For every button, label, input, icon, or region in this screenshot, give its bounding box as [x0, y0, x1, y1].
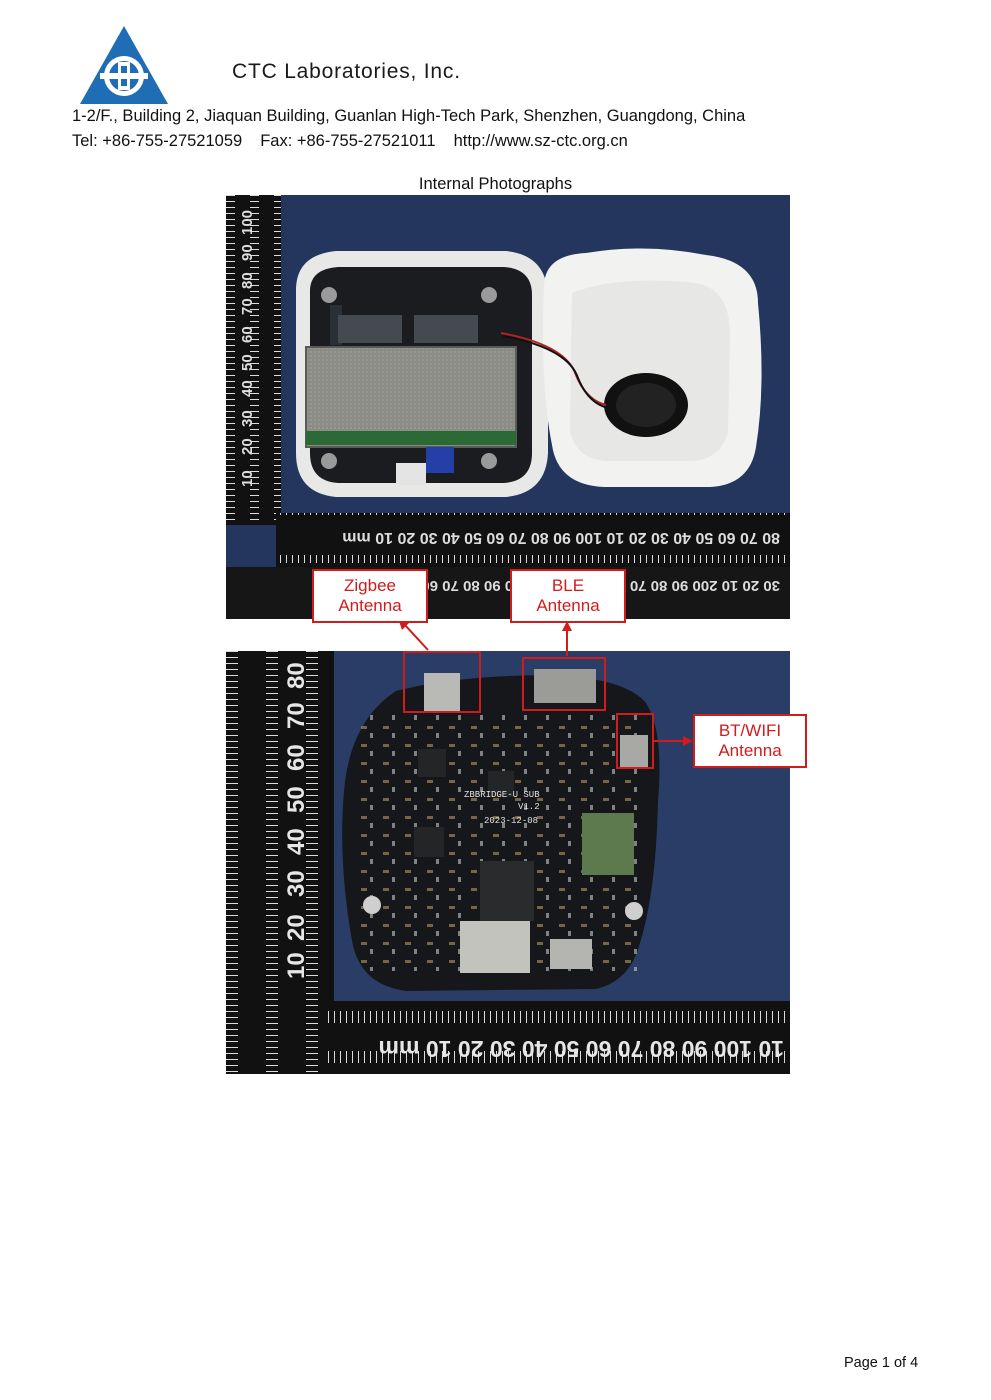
- svg-text:40: 40: [239, 380, 256, 397]
- callout-btwifi-line2: Antenna: [718, 741, 782, 760]
- company-address: 1-2/F., Building 2, Jiaquan Building, Gu…: [72, 107, 746, 125]
- silkscreen-board-name: ZBBRIDGE-U SUB: [464, 790, 540, 800]
- callout-zigbee-line2: Antenna: [338, 596, 402, 615]
- contact-line: Tel: +86-755-27521059 Fax: +86-755-275210…: [72, 132, 646, 151]
- svg-text:60: 60: [283, 744, 310, 771]
- silkscreen-version: V1.2: [518, 802, 540, 812]
- callout-ble-antenna: BLE Antenna: [510, 569, 626, 623]
- page-number: Page 1 of 4: [844, 1355, 919, 1371]
- svg-text:70: 70: [239, 298, 256, 315]
- company-name: CTC Laboratories, Inc.: [232, 60, 461, 83]
- website-link[interactable]: http://www.sz-ctc.org.cn: [453, 132, 628, 150]
- photo-opened-enclosure: 10 20 30 40 50 60 70 80 90 100 80 70 60 …: [226, 195, 790, 619]
- svg-text:80 70 60 50 40 30 20 10 100 90: 80 70 60 50 40 30 20 10 100 90 80 70 60 …: [342, 529, 780, 546]
- svg-text:60: 60: [239, 326, 256, 343]
- tel-number: Tel: +86-755-27521059: [72, 132, 243, 150]
- ctc-logo: [80, 26, 168, 104]
- callout-zigbee-line1: Zigbee: [344, 576, 396, 595]
- svg-text:20: 20: [283, 914, 310, 941]
- svg-text:10: 10: [283, 952, 310, 979]
- photo-pcb: 10 20 30 40 50 60 70 80 10 100 90 80 70 …: [226, 651, 790, 1074]
- callout-ble-line2: Antenna: [536, 596, 600, 615]
- callout-btwifi-antenna: BT/WIFI Antenna: [693, 714, 807, 768]
- svg-text:40: 40: [283, 828, 310, 855]
- svg-text:30: 30: [239, 410, 256, 427]
- silkscreen-date: 2023-12-08: [484, 816, 538, 826]
- callout-btwifi-line1: BT/WIFI: [718, 721, 782, 740]
- svg-text:80: 80: [239, 272, 256, 289]
- fax-number: Fax: +86-755-27521011: [260, 132, 436, 150]
- svg-text:70: 70: [283, 702, 310, 729]
- svg-text:30: 30: [283, 870, 310, 897]
- callout-zigbee-antenna: Zigbee Antenna: [312, 569, 428, 623]
- svg-text:10: 10: [239, 470, 256, 487]
- svg-text:80: 80: [283, 662, 310, 689]
- callout-ble-line1: BLE: [551, 576, 585, 595]
- svg-text:90: 90: [239, 244, 256, 261]
- svg-text:50: 50: [283, 786, 310, 813]
- svg-text:100: 100: [239, 210, 256, 235]
- svg-text:20: 20: [239, 438, 256, 455]
- svg-text:10 100 90 80 70 60 50 40 30 20: 10 100 90 80 70 60 50 40 30 20 10 mm: [379, 1036, 784, 1062]
- svg-text:50: 50: [239, 354, 256, 371]
- section-title: Internal Photographs: [418, 175, 573, 193]
